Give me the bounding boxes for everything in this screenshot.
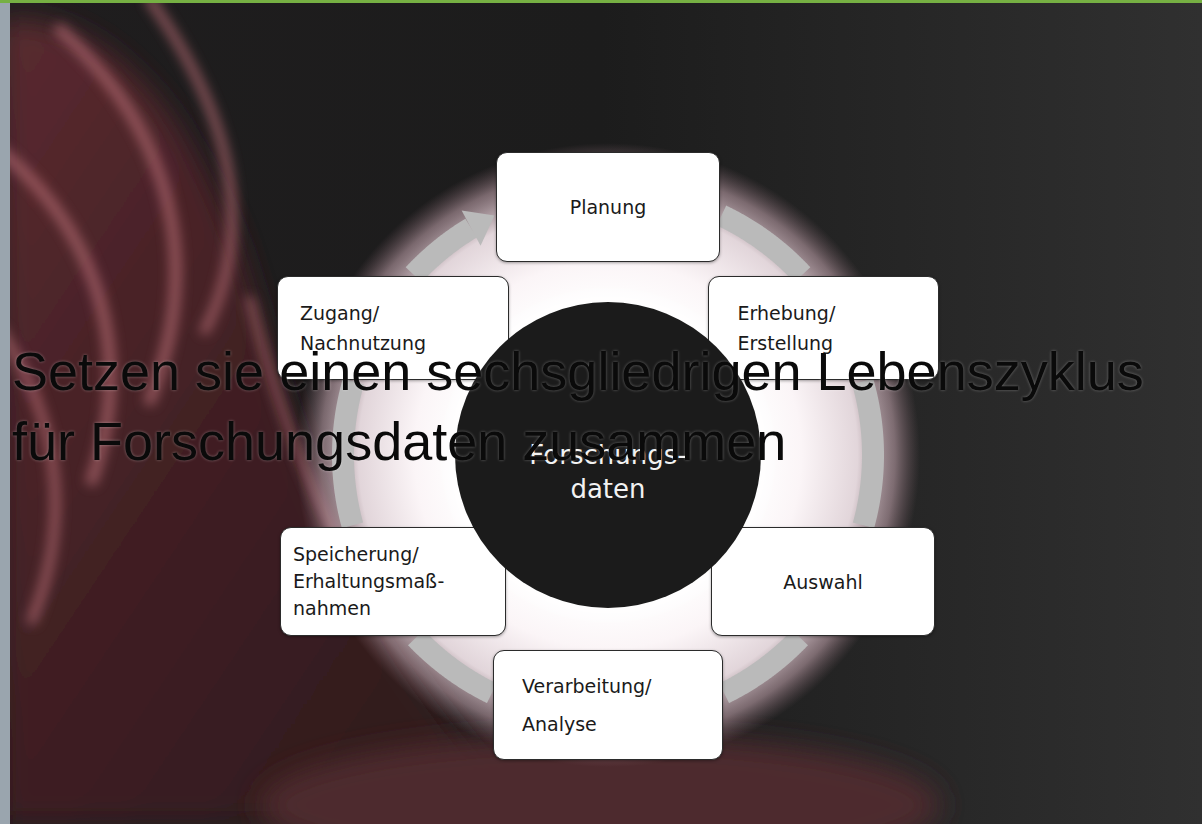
cycle-arrow (863, 381, 873, 525)
arrow-head (462, 210, 495, 245)
lifecycle-step: Auswahl (711, 527, 935, 636)
cycle-arrow (724, 638, 800, 694)
step-label: Verarbeitung/ Analyse (522, 667, 710, 743)
step-label: Planung (570, 192, 647, 222)
cycle-arrow (416, 638, 492, 694)
lifecycle-step: Speicherung/ Erhaltungsmaß- nahmen (280, 527, 506, 636)
lifecycle-step: Planung (496, 152, 720, 262)
cycle-band (416, 638, 492, 694)
step-label: Speicherung/ Erhaltungsmaß- nahmen (293, 541, 493, 622)
step-label: Auswahl (783, 567, 862, 597)
cycle-band (863, 381, 873, 525)
side-bar (0, 0, 10, 824)
cycle-arrow (414, 210, 495, 274)
cycle-arrow (721, 216, 802, 275)
lifecycle-step: Verarbeitung/ Analyse (493, 650, 723, 760)
task-title: Setzen sie einen sechsgliedrigen Lebensz… (12, 336, 1197, 476)
cycle-band (414, 228, 471, 275)
cycle-band (724, 638, 800, 694)
finger-highlight (150, 0, 232, 330)
top-bar (0, 0, 1202, 3)
cycle-band (721, 216, 802, 275)
